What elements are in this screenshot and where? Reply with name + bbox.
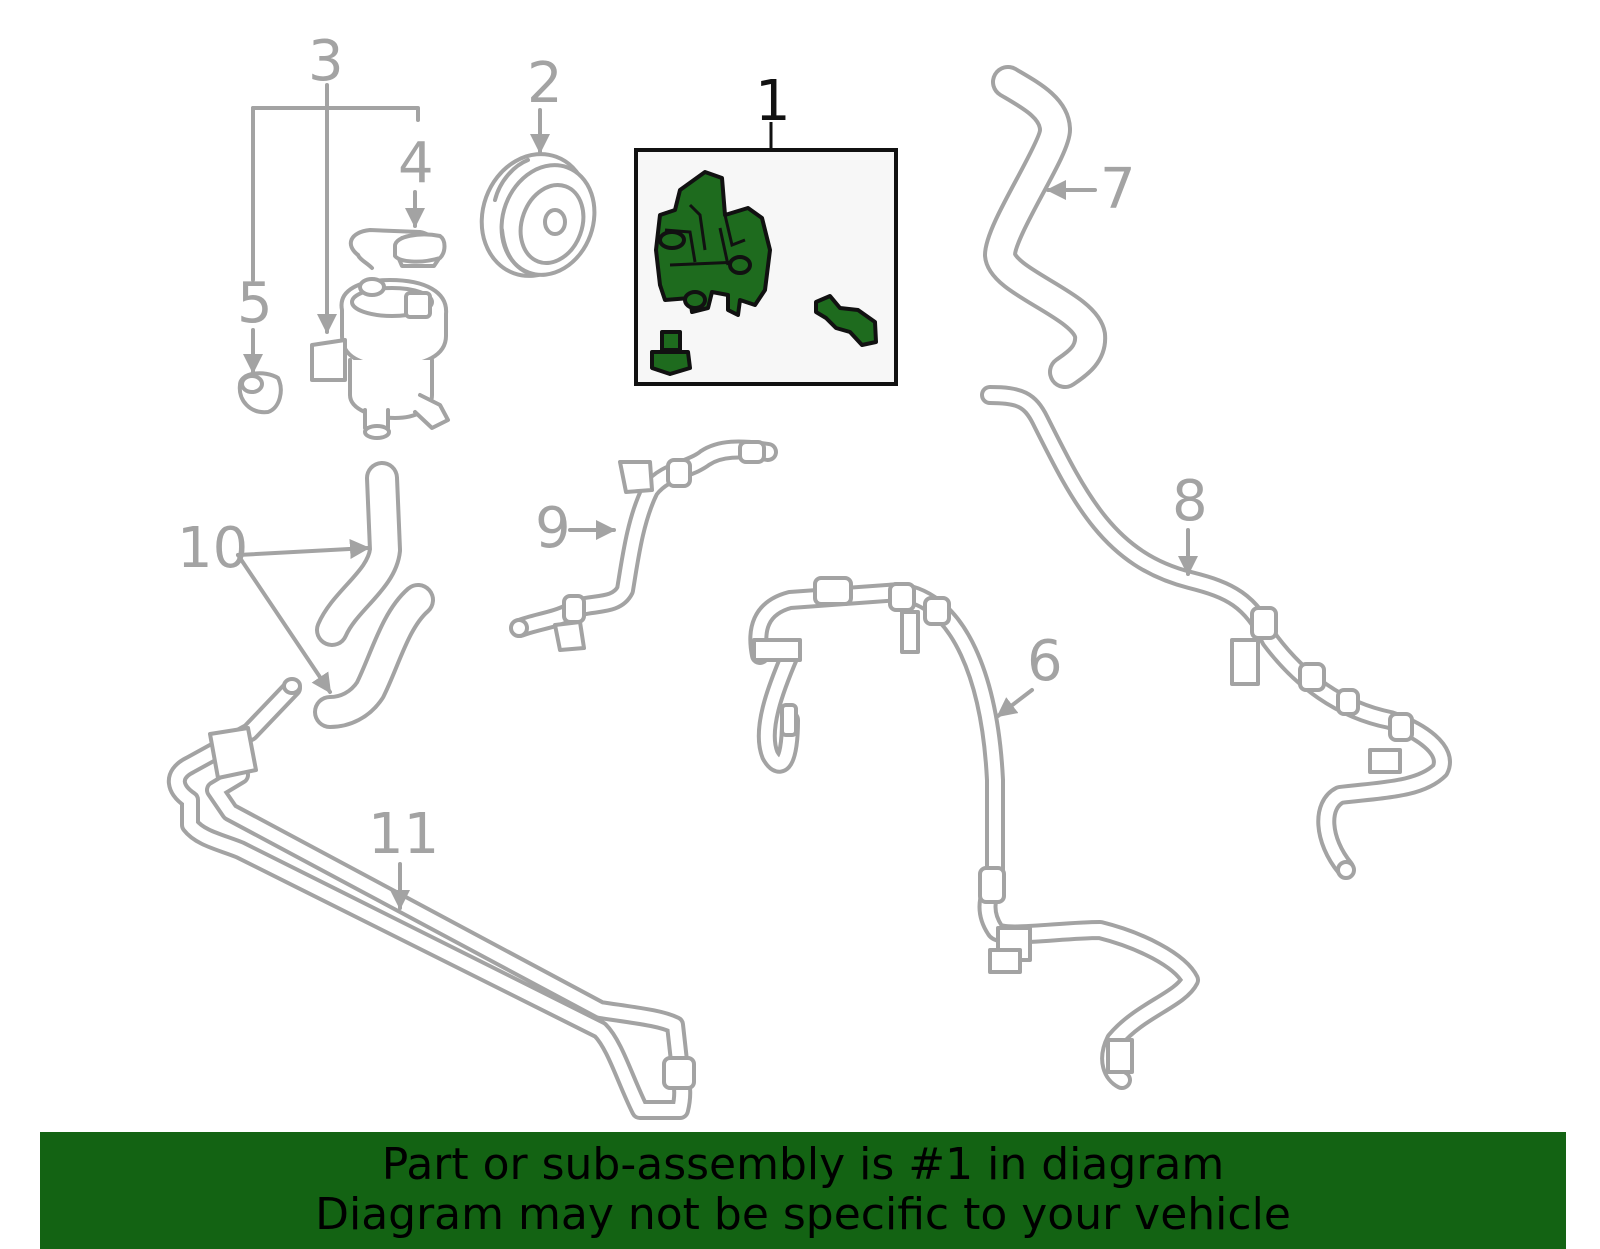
- svg-text:1: 1: [755, 69, 791, 134]
- return-hose-7-icon: [983, 65, 1108, 389]
- callout-9: 9: [535, 496, 616, 561]
- callout-1: 1: [755, 69, 791, 150]
- bolt-icon: [650, 330, 692, 376]
- callout-7: 7: [1046, 157, 1136, 222]
- power-steering-pump-icon: [654, 170, 772, 317]
- callout-2: 2: [527, 51, 563, 154]
- svg-text:10: 10: [177, 516, 248, 581]
- reservoir-cap-icon: [393, 232, 447, 264]
- svg-text:9: 9: [535, 496, 571, 561]
- reservoir-tank-icon: [310, 228, 450, 440]
- hose-assembly-8-icon: [980, 385, 1452, 880]
- callout-6: 6: [996, 629, 1063, 718]
- svg-text:6: 6: [1027, 629, 1063, 694]
- callout-4: 4: [398, 131, 434, 196]
- pump-assembly-box: [634, 148, 898, 386]
- info-banner: Part or sub-assembly is #1 in diagram Di…: [40, 1132, 1566, 1249]
- callout-8: 8: [1172, 469, 1208, 576]
- svg-text:7: 7: [1100, 157, 1136, 222]
- callout-5: 5: [237, 271, 273, 336]
- pressure-switch-icon: [814, 294, 878, 347]
- tube-9-icon: [509, 439, 778, 652]
- banner-line-1: Part or sub-assembly is #1 in diagram: [381, 1139, 1225, 1190]
- callout-11: 11: [368, 802, 439, 910]
- pulley-icon: [479, 152, 597, 278]
- svg-text:8: 8: [1172, 469, 1208, 534]
- callout-10: 10: [177, 516, 370, 694]
- pressure-hose-6-icon: [748, 576, 1200, 1090]
- callout-3: 3: [308, 29, 344, 94]
- hoses-10-icon: [313, 461, 435, 729]
- banner-line-2: Diagram may not be specific to your vehi…: [315, 1189, 1291, 1240]
- callout-group-3-4-5: 3 4 5: [237, 29, 434, 374]
- svg-text:11: 11: [368, 802, 439, 867]
- svg-text:2: 2: [527, 51, 563, 116]
- grommet-icon: [237, 371, 283, 415]
- cooler-tube-11-icon: [166, 677, 696, 1120]
